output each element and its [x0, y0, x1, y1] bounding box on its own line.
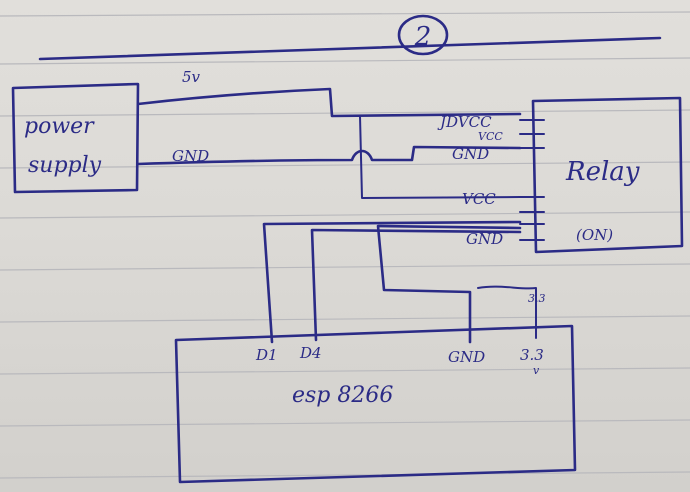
- page-number-circle: [397, 14, 449, 56]
- relay-box: [531, 96, 684, 254]
- esp-pin-3v3-unit: v: [533, 364, 540, 377]
- wire-3v3-note: 3.3: [528, 292, 546, 305]
- header-underline: [38, 36, 662, 61]
- wire-d1: [262, 220, 522, 344]
- wire-3v3: [477, 285, 537, 339]
- wire-gnd: [136, 145, 522, 166]
- relay-pin-ticks: [519, 119, 545, 241]
- relay-pin-jdvcc: JDVCC: [437, 113, 492, 131]
- esp-block: esp 8266 D1 D4 GND 3.3 v: [174, 324, 577, 484]
- wire-gnd-esp: [376, 224, 522, 344]
- esp-label: esp 8266: [292, 383, 393, 408]
- relay-pin-gnd: GND: [466, 230, 503, 248]
- esp-box: [174, 324, 577, 484]
- power-wires: [136, 87, 522, 199]
- relay-pin-vcc-top: VCC: [478, 130, 503, 143]
- relay-state-label: (ON): [576, 226, 613, 244]
- power-supply-gnd-label: GND: [172, 147, 209, 165]
- wire-d4: [310, 228, 522, 342]
- page-number: 2: [414, 22, 432, 52]
- esp-pin-d1: D1: [255, 346, 278, 364]
- signal-wires: 3.3: [262, 220, 546, 344]
- power-supply-label-line1: power: [24, 114, 95, 139]
- relay-pin-gnd-top: GND: [452, 145, 489, 163]
- power-supply-box: [11, 82, 140, 194]
- ruled-lines: [0, 11, 690, 479]
- relay-pin-vcc: VCC: [462, 190, 496, 208]
- wire-5v-branch-vcc: [359, 115, 521, 199]
- wire-5v: [136, 87, 522, 118]
- esp-pin-3v3: 3.3: [520, 346, 544, 364]
- esp-pin-d4: D4: [299, 344, 322, 362]
- power-supply-5v-label: 5v: [182, 68, 201, 86]
- power-supply-label-line2: supply: [28, 153, 102, 178]
- relay-label: Relay: [565, 157, 640, 187]
- relay-block: Relay (ON) JDVCC VCC GND VCC GND: [437, 96, 684, 254]
- power-supply-block: power supply 5v GND: [11, 68, 209, 194]
- esp-pin-gnd: GND: [448, 348, 485, 366]
- page-header: 2: [38, 14, 662, 61]
